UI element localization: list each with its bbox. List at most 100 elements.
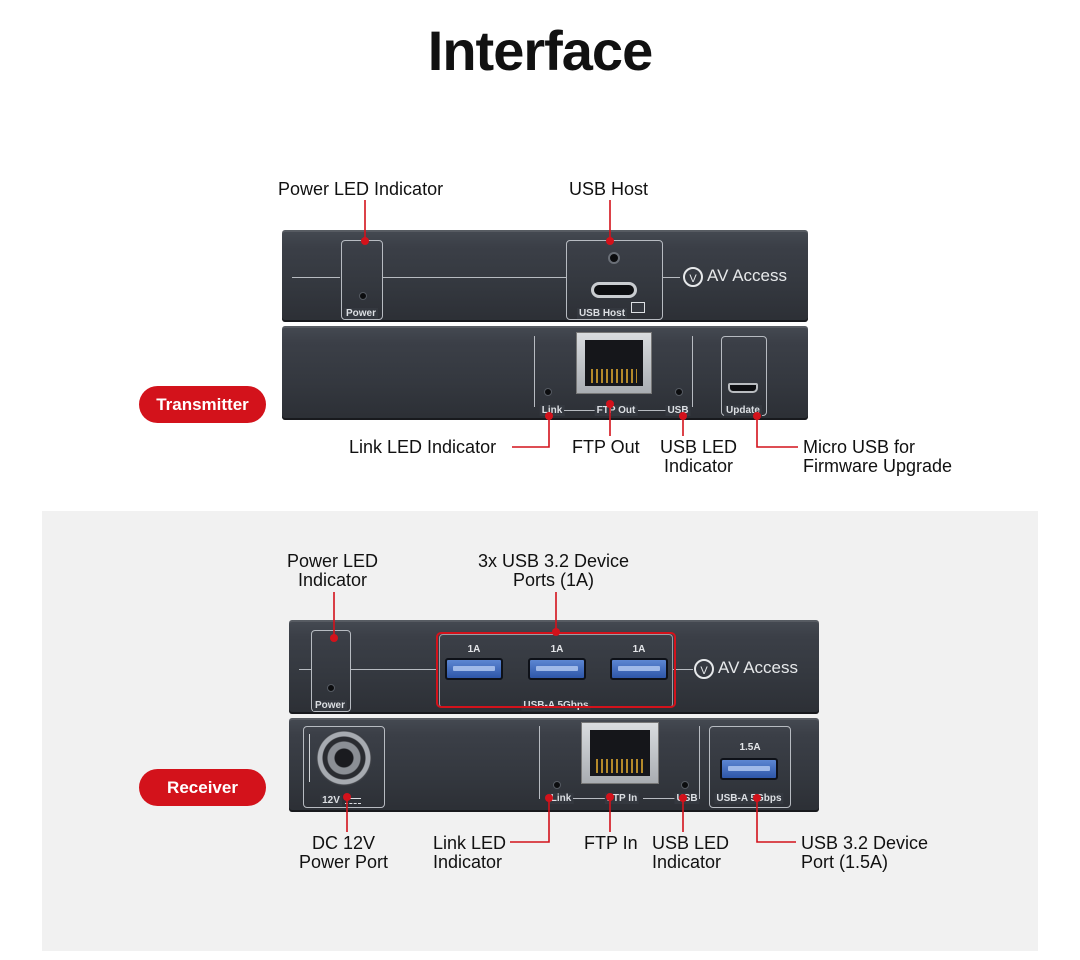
rx-usb-led-callout-line2: Indicator bbox=[652, 852, 722, 872]
rx-usb-led-callout: USB LED Indicator bbox=[652, 834, 729, 872]
leader-dot bbox=[545, 412, 553, 420]
update-port-label: Update bbox=[724, 405, 762, 416]
tx-usb-led-callout-line2: Indicator bbox=[663, 456, 734, 476]
link-port-label: Link bbox=[548, 793, 574, 804]
usb-port-2-current: 1A bbox=[550, 644, 564, 655]
leader-dot bbox=[679, 412, 687, 420]
usb-a-port-3 bbox=[610, 658, 668, 680]
leader-dot bbox=[753, 794, 761, 802]
panel-guide-line bbox=[643, 798, 677, 799]
rx-usb-port-callout-line1: USB 3.2 Device bbox=[801, 833, 929, 853]
rj45-pins bbox=[591, 369, 637, 383]
usb-port-3-current: 1A bbox=[632, 644, 646, 655]
usb-host-port-label: USB Host bbox=[576, 308, 628, 319]
tx-micro-usb-callout: Micro USB for Firmware Upgrade bbox=[803, 438, 952, 476]
rx-dc-callout: DC 12V Power Port bbox=[299, 834, 388, 872]
leader-dot bbox=[545, 794, 553, 802]
transmitter-bottom-panel: Link FTP Out USB Update bbox=[282, 326, 808, 420]
tx-usb-led-callout: USB LED Indicator bbox=[660, 438, 737, 476]
ftp-out-rj45-port bbox=[576, 332, 652, 394]
usb-a-device-port bbox=[720, 758, 778, 780]
receiver-bottom-panel: 12V Link FTP In USB 1.5A USB-A 5Gbps bbox=[289, 718, 819, 812]
usb-host-led bbox=[608, 252, 620, 264]
usb-port-1-current: 1A bbox=[467, 644, 481, 655]
usb-c-port bbox=[591, 282, 637, 298]
brand-name: AV Access bbox=[707, 266, 787, 285]
rx-usb-ports-callout-line1: 3x USB 3.2 Device bbox=[478, 551, 630, 571]
rj45-pins bbox=[596, 759, 644, 773]
panel-guide-line bbox=[638, 410, 668, 411]
panel-guide-line bbox=[299, 669, 311, 670]
rx-usb-ports-callout: 3x USB 3.2 Device Ports (1A) bbox=[478, 552, 629, 590]
ftp-out-port-label: FTP Out bbox=[594, 405, 638, 416]
usb-bracket bbox=[699, 726, 700, 799]
rx-dc-callout-line1: DC 12V bbox=[312, 833, 376, 853]
leader-tx-link bbox=[512, 418, 550, 448]
tx-power-led-callout: Power LED Indicator bbox=[278, 179, 444, 199]
leader-dot bbox=[361, 237, 369, 245]
rx-link-led-callout-line1: Link LED bbox=[433, 833, 507, 853]
dc-port-label: 12V bbox=[320, 795, 342, 806]
panel-guide-line bbox=[573, 798, 611, 799]
tx-micro-usb-callout-line2: Firmware Upgrade bbox=[803, 456, 953, 476]
panel-guide-line bbox=[564, 410, 604, 411]
computer-icon bbox=[631, 302, 645, 313]
leader-tx-update bbox=[756, 418, 798, 448]
av-access-logo-icon: V bbox=[694, 658, 714, 679]
rx-link-led-callout-line2: Indicator bbox=[433, 852, 503, 872]
av-access-logo-icon: V bbox=[683, 266, 703, 287]
ftp-in-port-label: FTP In bbox=[604, 793, 640, 804]
panel-guide-line bbox=[350, 669, 438, 670]
leader-dot bbox=[552, 628, 560, 636]
page-title: Interface bbox=[427, 19, 653, 82]
power-port-label: Power bbox=[312, 700, 348, 711]
usb-a-port-2 bbox=[528, 658, 586, 680]
tx-micro-usb-callout-line1: Micro USB for bbox=[803, 437, 916, 457]
usb-host-bracket bbox=[566, 240, 663, 320]
leader-dot bbox=[606, 400, 614, 408]
micro-usb-port bbox=[728, 383, 758, 393]
leader-dot bbox=[606, 237, 614, 245]
leader-dot bbox=[330, 634, 338, 642]
panel-guide-line bbox=[662, 277, 680, 278]
usb-led bbox=[681, 781, 689, 789]
usb-device-bracket bbox=[709, 726, 791, 808]
receiver-badge: Receiver bbox=[139, 769, 266, 806]
rx-usb-port-callout-line2: Port (1.5A) bbox=[801, 852, 889, 872]
panel-guide-line bbox=[673, 669, 693, 670]
usb-bracket bbox=[692, 336, 693, 407]
ftp-in-rj45-port bbox=[581, 722, 659, 784]
power-led bbox=[327, 684, 335, 692]
leader-rx-link bbox=[510, 800, 550, 843]
tx-usb-host-callout: USB Host bbox=[569, 179, 649, 199]
usb-group-label: USB-A 5Gbps bbox=[521, 700, 591, 711]
rx-usb-ports-callout-line2: Ports (1A) bbox=[513, 570, 595, 590]
transmitter-badge: Transmitter bbox=[139, 386, 266, 423]
rx-dc-callout-line2: Power Port bbox=[299, 852, 389, 872]
link-led bbox=[553, 781, 561, 789]
panel-guide-line bbox=[292, 277, 340, 278]
leader-dot bbox=[343, 793, 351, 801]
rx-usb-led-callout-line1: USB LED bbox=[652, 833, 730, 853]
link-bracket bbox=[534, 336, 535, 407]
leader-dot bbox=[753, 412, 761, 420]
leader-dot bbox=[679, 794, 687, 802]
rx-ftp-in-callout: FTP In bbox=[584, 833, 638, 853]
usb-device-port-current: 1.5A bbox=[739, 742, 761, 753]
brand-name: AV Access bbox=[718, 658, 798, 677]
usb-port-label: USB bbox=[665, 405, 691, 416]
link-led bbox=[544, 388, 552, 396]
tx-ftp-out-callout: FTP Out bbox=[572, 437, 640, 457]
polarity-icon bbox=[309, 734, 318, 782]
rx-power-led-callout-line1: Power LED bbox=[287, 551, 379, 571]
panel-guide-line bbox=[382, 277, 566, 278]
rx-usb-port-callout: USB 3.2 Device Port (1.5A) bbox=[801, 834, 928, 872]
usb-device-port-label: USB-A 5Gbps bbox=[714, 793, 784, 804]
power-led bbox=[359, 292, 367, 300]
leader-dot bbox=[606, 793, 614, 801]
